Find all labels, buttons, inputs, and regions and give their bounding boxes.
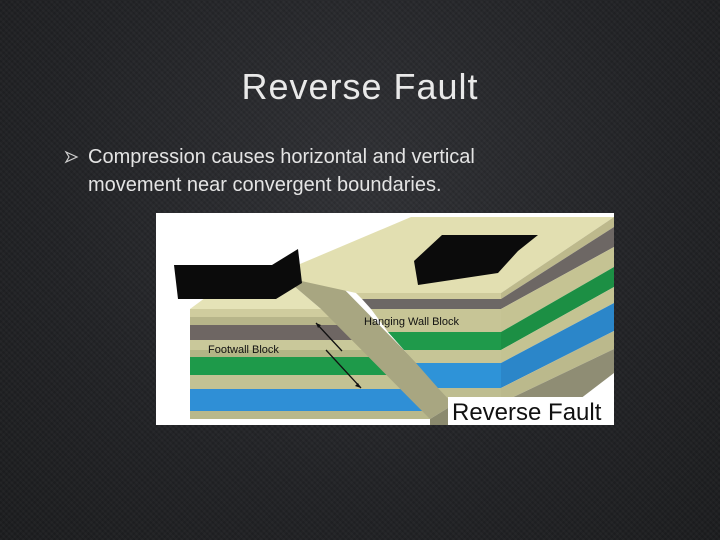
caption-background [448, 397, 614, 425]
arrow-bullet-icon [64, 149, 80, 165]
fault-block-svg: Hanging Wall Block Footwall Block Revers… [174, 217, 614, 425]
reverse-fault-diagram: Hanging Wall Block Footwall Block Revers… [156, 213, 614, 425]
diagram-caption: Reverse Fault [452, 399, 602, 425]
hanging-side-5 [501, 287, 614, 363]
footwall-layer-5 [190, 357, 401, 375]
hanging-side-3 [501, 247, 614, 332]
footwall-layer-7 [190, 389, 424, 411]
arrow-right-block [414, 235, 538, 285]
hanging-side-7 [501, 331, 614, 403]
hanging-wall-label: Hanging Wall Block [364, 316, 459, 328]
hanging-wall-layer-6 [416, 363, 501, 388]
hanging-side-4 [501, 267, 614, 350]
hanging-wall-layer-5 [404, 350, 501, 363]
fault-arrow-down-head [355, 383, 361, 388]
footwall-layer-3 [190, 340, 378, 350]
footwall-top-strip [190, 309, 332, 317]
fault-arrow-up-head [316, 323, 321, 328]
hanging-side-2 [501, 227, 614, 309]
fault-arrow-up [315, 322, 343, 352]
fault-plane [281, 275, 456, 419]
hanging-side-1 [501, 217, 614, 299]
hanging-side-6 [501, 303, 614, 388]
footwall-layer-8 [190, 411, 430, 419]
hanging-wall-layer-4 [388, 332, 501, 350]
footwall-label: Footwall Block [208, 344, 279, 356]
footwall-layer-2 [190, 325, 363, 340]
arrow-left-block [174, 249, 302, 299]
footwall-layer-6 [190, 375, 412, 389]
fault-arrow-down [325, 349, 362, 389]
hanging-wall-layer-3 [371, 309, 501, 332]
footwall-layer-4 [190, 350, 388, 357]
hanging-wall-layer-1 [356, 293, 501, 299]
hanging-wall-layer-2 [362, 299, 501, 309]
bullet-text: Compression causes horizontal and vertic… [88, 146, 475, 196]
slide-title: Reverse Fault [241, 66, 479, 107]
